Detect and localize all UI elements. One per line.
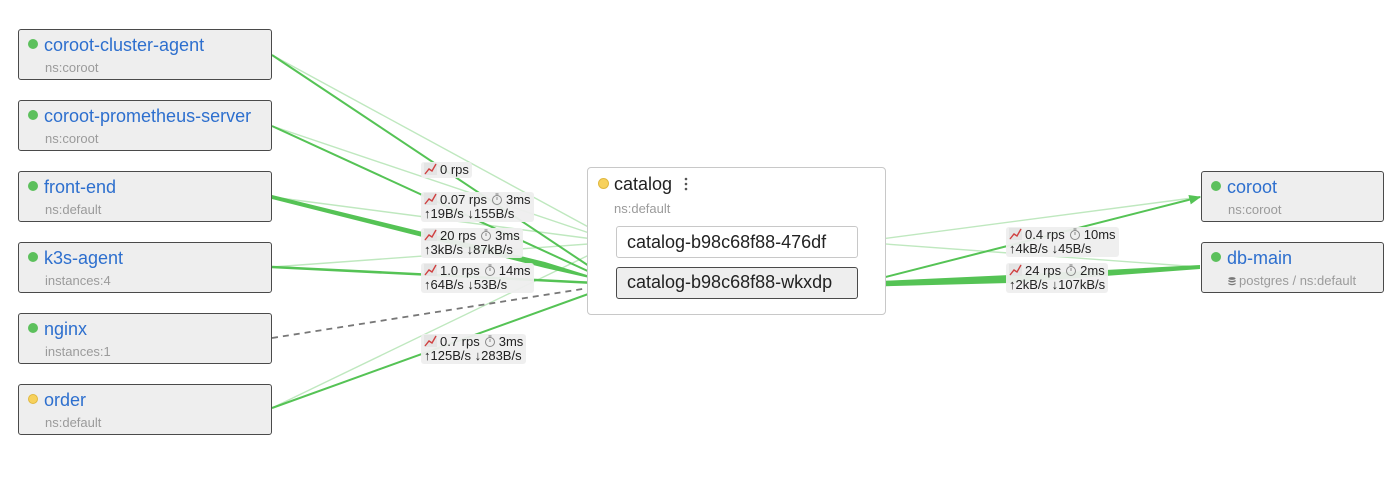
- app-k3s-agent[interactable]: k3s-agent instances:4: [18, 242, 272, 293]
- status-ok-icon: [28, 181, 38, 191]
- stopwatch-icon: [484, 264, 495, 276]
- app-name-link[interactable]: k3s-agent: [28, 247, 123, 269]
- latency-value: 2ms: [1080, 263, 1105, 278]
- status-ok-icon: [1211, 252, 1221, 262]
- app-name-link[interactable]: coroot: [1211, 176, 1277, 198]
- rps-value: 0.07 rps: [440, 192, 487, 207]
- chart-icon: [1009, 264, 1022, 276]
- app-namespace: ns:coroot: [45, 60, 99, 75]
- app-namespace: ns:coroot: [45, 131, 99, 146]
- edge-label-coroot: 0.4 rps 10ms ↑4kB/s ↓45B/s: [1006, 227, 1119, 257]
- edge-label-k3s-agent: 1.0 rps 14ms ↑64B/s ↓53B/s: [421, 263, 534, 293]
- app-namespace: ns:coroot: [1228, 202, 1282, 217]
- status-ok-icon: [28, 252, 38, 262]
- app-name: nginx: [44, 319, 88, 339]
- app-namespace: ns:default: [45, 415, 102, 430]
- latency-value: 3ms: [505, 192, 531, 207]
- edge-label-cluster-agent: 0 rps: [421, 162, 472, 178]
- stopwatch-icon: [484, 335, 495, 347]
- center-app-name: catalog: [614, 174, 673, 194]
- rx-value: ↓107kB/s: [1051, 277, 1106, 292]
- rps-value: 20 rps: [440, 228, 477, 243]
- tx-value: ↑19B/s: [424, 206, 464, 221]
- center-app-title: catalog: [598, 173, 688, 195]
- instance-catalog-wkxdp-selected[interactable]: catalog-b98c68f88-wkxdp: [616, 267, 858, 299]
- tx-value: ↑64B/s: [424, 277, 464, 292]
- status-ok-icon: [1211, 181, 1221, 191]
- app-order[interactable]: order ns:default: [18, 384, 272, 435]
- app-name: coroot-prometheus-server: [44, 106, 252, 126]
- tx-value: ↑2kB/s: [1009, 277, 1049, 292]
- latency-value: 3ms: [498, 334, 524, 349]
- edge-label-front-end: 20 rps 3ms ↑3kB/s ↓87kB/s: [421, 228, 523, 258]
- status-warning-icon: [598, 178, 609, 189]
- stopwatch-icon: [1069, 228, 1080, 240]
- chart-icon: [424, 193, 437, 205]
- rps-value: 0.4 rps: [1025, 227, 1065, 242]
- app-coroot-prometheus-server[interactable]: coroot-prometheus-server ns:coroot: [18, 100, 272, 151]
- app-name-link[interactable]: coroot-cluster-agent: [28, 34, 204, 56]
- app-namespace: ns:default: [45, 202, 102, 217]
- app-name: k3s-agent: [44, 248, 124, 268]
- latency-value: 14ms: [498, 263, 531, 278]
- rps-value: 1.0 rps: [440, 263, 480, 278]
- status-ok-icon: [28, 110, 38, 120]
- rx-value: ↓87kB/s: [466, 242, 513, 257]
- app-name-link[interactable]: front-end: [28, 176, 116, 198]
- rps-value: 0 rps: [440, 162, 469, 177]
- chart-icon: [424, 229, 437, 241]
- app-sub-text: postgres / ns:default: [1239, 273, 1357, 288]
- status-warning-icon: [28, 394, 38, 404]
- instance-catalog-476df[interactable]: catalog-b98c68f88-476df: [616, 226, 858, 258]
- app-name-link[interactable]: coroot-prometheus-server: [28, 105, 251, 127]
- center-app-namespace: ns:default: [614, 201, 671, 216]
- tx-value: ↑4kB/s: [1009, 241, 1049, 256]
- database-icon: [1228, 277, 1236, 286]
- edge-label-db-main: 24 rps 2ms ↑2kB/s ↓107kB/s: [1006, 263, 1109, 293]
- rx-value: ↓283B/s: [474, 348, 522, 363]
- app-name: coroot-cluster-agent: [44, 35, 205, 55]
- rps-value: 0.7 rps: [440, 334, 480, 349]
- rx-value: ↓155B/s: [467, 206, 515, 221]
- app-name-link[interactable]: db-main: [1211, 247, 1292, 269]
- chart-icon: [1009, 228, 1022, 240]
- app-name: front-end: [44, 177, 117, 197]
- app-name: db-main: [1227, 248, 1293, 268]
- app-name-link[interactable]: order: [28, 389, 86, 411]
- chart-icon: [424, 163, 437, 175]
- stopwatch-icon: [1066, 264, 1077, 276]
- tx-value: ↑3kB/s: [424, 242, 464, 257]
- app-coroot[interactable]: coroot ns:coroot: [1201, 171, 1384, 222]
- app-front-end[interactable]: front-end ns:default: [18, 171, 272, 222]
- app-nginx[interactable]: nginx instances:1: [18, 313, 272, 364]
- center-app-catalog: catalog ns:default catalog-b98c68f88-476…: [587, 167, 886, 315]
- chart-icon: [424, 264, 437, 276]
- app-db-main[interactable]: db-main postgres / ns:default: [1201, 242, 1384, 293]
- app-name: coroot: [1227, 177, 1278, 197]
- app-type-namespace: postgres / ns:default: [1228, 273, 1356, 289]
- status-ok-icon: [28, 323, 38, 333]
- latency-value: 3ms: [495, 228, 520, 243]
- status-ok-icon: [28, 39, 38, 49]
- stopwatch-icon: [491, 193, 502, 205]
- stopwatch-icon: [481, 229, 492, 241]
- app-instances: instances:4: [45, 273, 111, 288]
- app-name-link[interactable]: nginx: [28, 318, 87, 340]
- app-name: order: [44, 390, 87, 410]
- rx-value: ↓45B/s: [1051, 241, 1092, 256]
- kebab-menu-icon[interactable]: [684, 177, 688, 191]
- tx-value: ↑125B/s: [424, 348, 471, 363]
- latency-value: 10ms: [1083, 227, 1116, 242]
- rps-value: 24 rps: [1025, 263, 1062, 278]
- edge-label-prometheus: 0.07 rps 3ms ↑19B/s ↓155B/s: [421, 192, 534, 222]
- app-coroot-cluster-agent[interactable]: coroot-cluster-agent ns:coroot: [18, 29, 272, 80]
- chart-icon: [424, 335, 437, 347]
- edge-label-order: 0.7 rps 3ms ↑125B/s ↓283B/s: [421, 334, 527, 364]
- app-instances: instances:1: [45, 344, 111, 359]
- rx-value: ↓53B/s: [467, 277, 508, 292]
